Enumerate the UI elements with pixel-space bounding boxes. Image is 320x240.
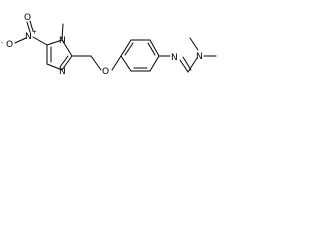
bond-nitro-n-o-left	[14, 37, 27, 44]
benzene-ring	[120, 39, 160, 72]
bond-c5-nitro-n	[32, 36, 48, 46]
atom-n-imine: N	[171, 53, 178, 63]
atom-o-ether: O	[102, 67, 109, 77]
charge-nitro-o: -	[1, 39, 3, 46]
bond-n1-c5	[46, 39, 63, 46]
charge-nitro-n: +	[32, 29, 37, 36]
bond-bz-4-5	[149, 55, 160, 72]
atom-n-amine: N	[196, 52, 203, 62]
bond-nitro-n-o-top-double	[29, 20, 34, 32]
imidazole-ring	[46, 39, 73, 71]
atom-n-ring: N	[59, 67, 66, 77]
bond-bz-1-2	[120, 39, 132, 57]
bond-bz-6-1	[120, 55, 132, 72]
atom-o-nitro-left: O	[6, 40, 13, 50]
atom-o-nitro-top: O	[24, 13, 31, 23]
bond-amine-n-methyl-up	[189, 37, 199, 51]
bond-n1-c2	[61, 39, 73, 57]
bond-nitro-n-o-top	[26, 21, 31, 33]
bond-imine-n-ch	[179, 59, 189, 73]
bond-ch2-o	[90, 55, 102, 71]
bond-bz-inner-b	[147, 42, 156, 56]
bond-c2-n3-double	[59, 55, 69, 68]
bond-n3-c4	[46, 63, 63, 71]
atom-n-methyl: N	[59, 36, 66, 46]
bond-ch-amine-n	[187, 57, 198, 73]
bond-bz-inner-a	[124, 42, 134, 56]
bond-n1-methyl	[61, 23, 64, 41]
chemical-structure-diagram: N N + O O - N O N N	[1, 13, 217, 77]
bond-o-ring	[111, 55, 122, 71]
bond-c2-n3	[61, 55, 73, 71]
bond-bz-3-4	[149, 39, 160, 57]
atom-n-nitro: N	[25, 32, 32, 42]
bond-imine-n-ch-double	[182, 56, 192, 71]
